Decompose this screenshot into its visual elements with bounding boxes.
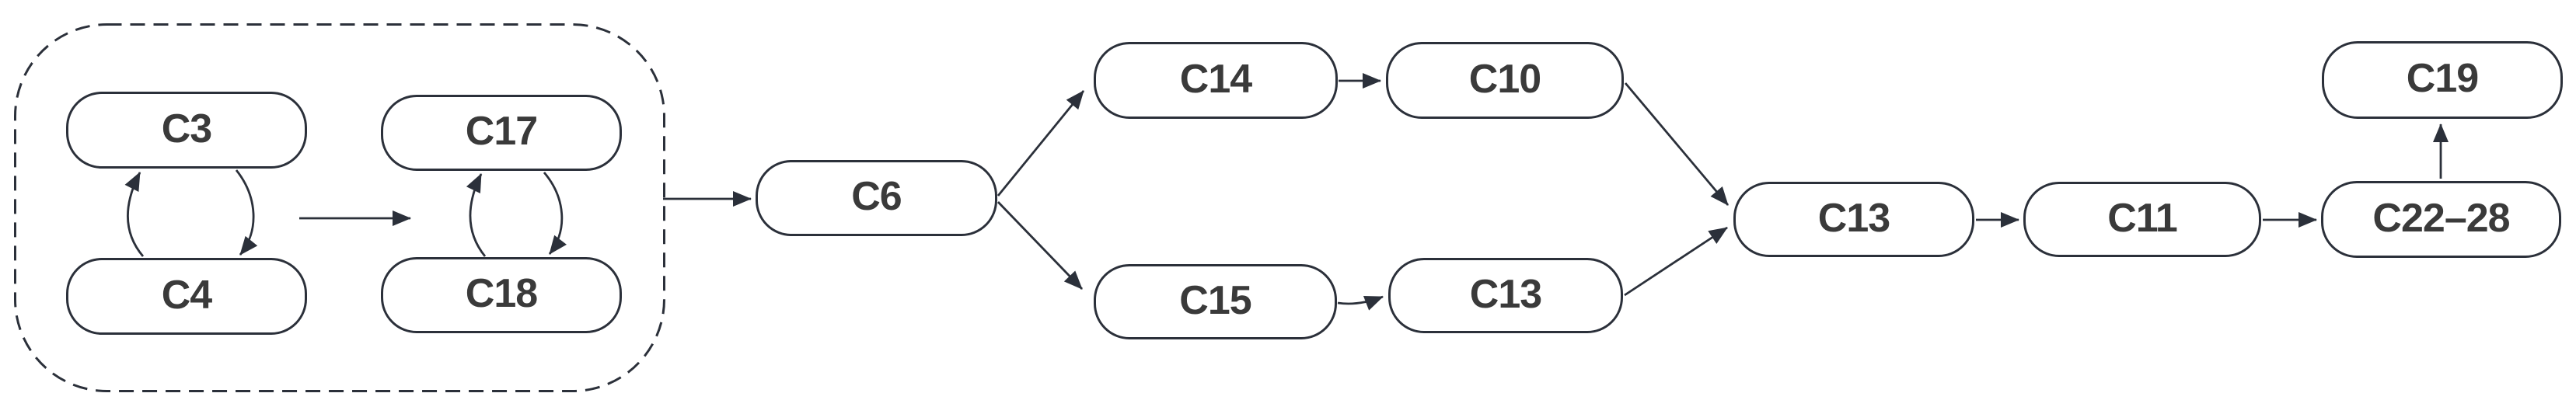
edge-c3-c4 [235, 169, 258, 256]
edge-c6-c15 [997, 201, 1084, 290]
node-c18: C18 [381, 257, 622, 333]
node-c10-label: C10 [1468, 56, 1541, 102]
node-c18-label: C18 [465, 271, 538, 316]
node-c14-label: C14 [1179, 56, 1252, 102]
edge-c18-c17 [466, 173, 487, 257]
edge-c17-c18 [543, 172, 567, 255]
node-c6: C6 [756, 160, 997, 236]
node-c15: C15 [1094, 264, 1337, 339]
node-c4: C4 [66, 258, 307, 335]
node-c10: C10 [1386, 42, 1624, 119]
node-c3-label: C3 [161, 106, 212, 151]
edge-c4-c3 [124, 172, 145, 257]
cluster-dashed-border [14, 23, 665, 392]
edge-c15-c13-lower [1337, 295, 1384, 311]
node-c14: C14 [1094, 42, 1338, 119]
node-c11: C11 [2023, 182, 2261, 257]
node-c22-28: C22–28 [2321, 181, 2561, 258]
node-c22-28-label: C22–28 [2372, 195, 2510, 241]
node-c3: C3 [66, 92, 307, 169]
node-c17-label: C17 [465, 109, 538, 154]
node-c13-main-label: C13 [1817, 195, 1890, 241]
node-c11-label: C11 [2107, 195, 2178, 241]
node-c4-label: C4 [161, 272, 212, 318]
edge-c6-c14 [997, 90, 1085, 197]
node-c13-lower: C13 [1388, 258, 1623, 333]
node-c13-lower-label: C13 [1469, 271, 1542, 317]
node-c6-label: C6 [851, 174, 902, 219]
edge-c10-c13-main [1624, 82, 1730, 206]
node-c13-main: C13 [1733, 182, 1974, 257]
node-c15-label: C15 [1179, 277, 1251, 323]
node-c19-label: C19 [2406, 56, 2479, 101]
node-c19: C19 [2322, 41, 2563, 119]
node-c17: C17 [381, 95, 622, 171]
edge-c13-lower-c13-main [1624, 226, 1728, 297]
